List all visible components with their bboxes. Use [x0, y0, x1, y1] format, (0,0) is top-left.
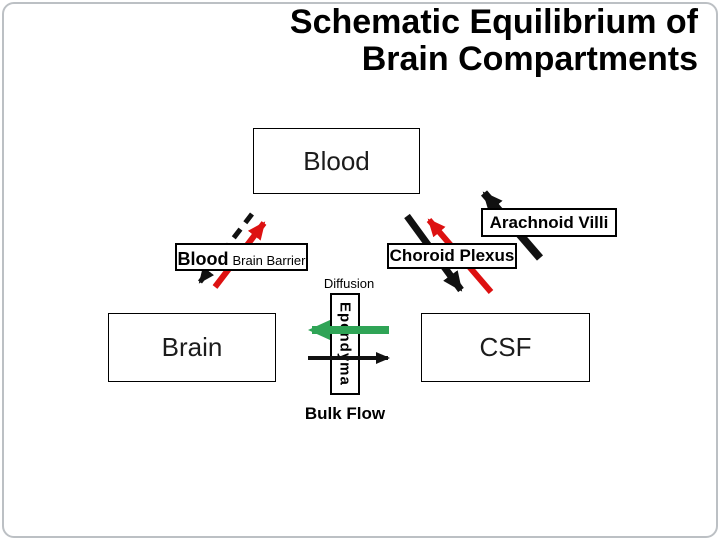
slide-title-line1: Schematic Equilibrium of — [289, 3, 698, 41]
diffusion-label: Diffusion — [323, 276, 375, 291]
ependyma-label: Ependyma — [336, 302, 354, 386]
blood-brain-barrier-label-small: Brain Barrier — [232, 253, 306, 268]
blood-box: Blood — [253, 128, 420, 194]
brain-label: Brain — [161, 332, 223, 362]
csf-box: CSF — [421, 313, 590, 382]
slide-title-line2: Brain Compartments — [361, 40, 698, 78]
bulk-flow-label: Bulk Flow — [304, 404, 386, 423]
csf-label: CSF — [479, 332, 532, 362]
choroid-plexus-label: Choroid Plexus — [389, 246, 515, 265]
choroid-plexus-box: Choroid Plexus — [387, 243, 517, 269]
ependyma-box: Ependyma — [330, 293, 360, 395]
blood-brain-barrier-box: Blood Brain Barrier — [175, 243, 308, 271]
blood-brain-barrier-label-bold: Blood — [177, 249, 229, 269]
arachnoid-villi-box: Arachnoid Villi — [481, 208, 617, 237]
brain-box: Brain — [108, 313, 276, 382]
arachnoid-villi-label: Arachnoid Villi — [489, 212, 609, 232]
blood-label: Blood — [303, 145, 370, 176]
slide-title: Schematic Equilibrium of Brain Compartme… — [290, 4, 698, 78]
